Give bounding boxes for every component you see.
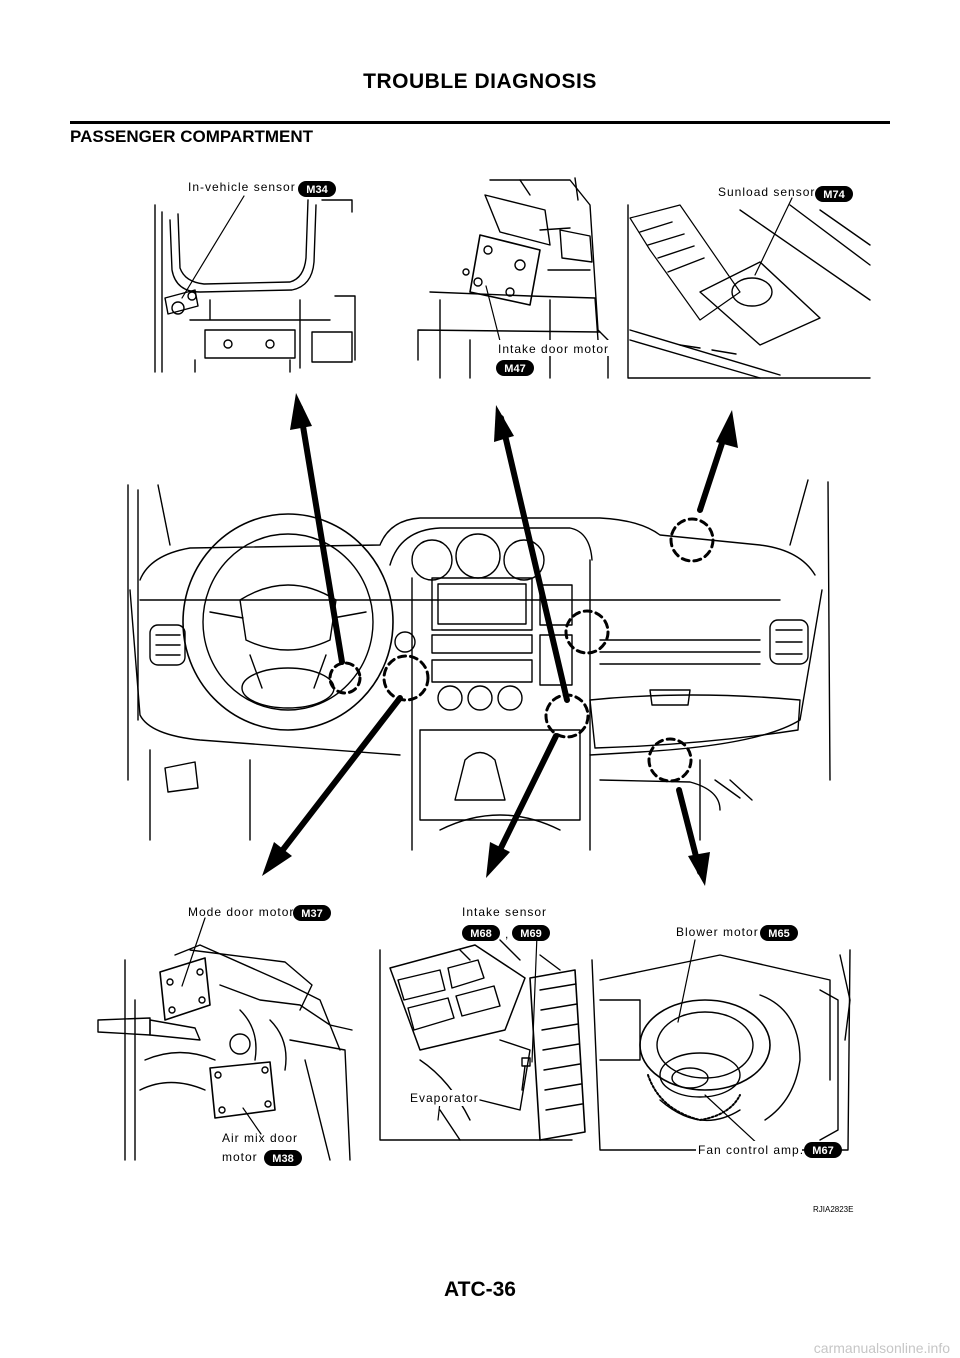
m34-connector-label: M34 — [306, 184, 328, 196]
intake-door-motor-label: Intake door motor — [498, 342, 609, 356]
m67-connector-badge — [804, 1142, 842, 1158]
blower-motor-label: Blower motor — [676, 925, 759, 939]
blower-motor-location-marker — [647, 737, 693, 783]
in-vehicle-sensor-illustration — [154, 199, 356, 373]
intake-sensor-label: Intake sensor — [462, 905, 547, 919]
mode-door-motor-label: Mode door motor — [188, 905, 294, 919]
mode-door-motor-illustration — [97, 944, 353, 1161]
m38-connector-badge — [264, 1150, 302, 1166]
m34-connector-badge — [298, 181, 336, 197]
air-mix-door-motor-label-line2: motor — [222, 1150, 258, 1164]
connector-separator: , — [505, 927, 509, 941]
mode-door-motor-location-marker — [382, 654, 430, 702]
header-rule — [70, 121, 890, 124]
page-number: ATC-36 — [444, 1278, 516, 1301]
m69-connector-label: M69 — [520, 928, 541, 940]
intake-door-motor-location-marker — [564, 609, 610, 655]
dashboard-illustration — [127, 479, 831, 851]
m67-connector-label: M67 — [812, 1145, 833, 1157]
m68-connector-label: M68 — [470, 928, 491, 940]
air-mix-door-motor-label-line1: Air mix door — [222, 1131, 298, 1145]
intake-sensor-illustration — [379, 939, 586, 1141]
m65-connector-badge — [760, 925, 798, 941]
section-title: PASSENGER COMPARTMENT — [70, 127, 314, 146]
m74-connector-label: M74 — [823, 189, 845, 201]
blower-motor-illustration — [591, 949, 851, 1151]
sunload-sensor-label: Sunload sensor — [718, 185, 815, 199]
m74-connector-badge — [815, 186, 853, 202]
m69-connector-badge — [512, 925, 550, 941]
evaporator-label: Evaporator — [410, 1091, 479, 1105]
watermark-text: carmanualsonline.info — [813, 1340, 950, 1356]
m37-connector-badge — [293, 905, 331, 921]
m65-connector-label: M65 — [768, 928, 789, 940]
m47-connector-label: M47 — [504, 363, 525, 375]
sunload-sensor-location-marker — [669, 517, 715, 563]
m68-connector-badge — [462, 925, 500, 941]
sunload-sensor-illustration — [627, 204, 871, 379]
m37-connector-label: M37 — [301, 908, 322, 920]
m38-connector-label: M38 — [272, 1153, 293, 1165]
page-header-title: TROUBLE DIAGNOSIS — [363, 70, 597, 93]
in-vehicle-sensor-label: In-vehicle sensor — [188, 180, 296, 194]
figure-reference-code: RJIA2823E — [813, 1205, 854, 1214]
in-vehicle-sensor-location-marker — [328, 661, 362, 695]
fan-control-amp-label: Fan control amp. — [698, 1143, 804, 1157]
m47-connector-badge — [496, 360, 534, 376]
